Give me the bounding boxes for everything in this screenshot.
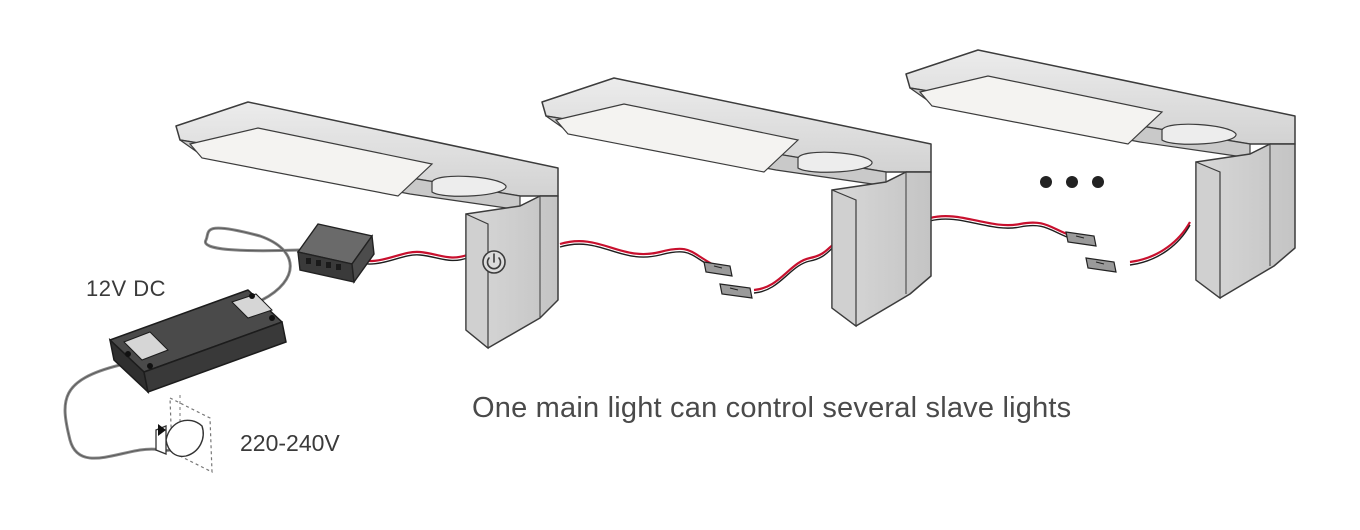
connector-icon [703, 261, 753, 299]
cable-junction-to-light1 [351, 250, 471, 265]
power-adapter-icon [108, 289, 287, 395]
caption: One main light can control several slave… [472, 392, 1072, 424]
plug-icon [155, 419, 204, 458]
cable-light2-to-connector [929, 215, 1073, 240]
slave-light-2 [905, 49, 1296, 300]
mains-input-label: 220-240V [240, 430, 340, 456]
more-lights-ellipsis [1040, 176, 1104, 188]
connector-icon [1065, 231, 1117, 273]
main-light [175, 101, 559, 350]
cable-connector-to-light2 [753, 243, 835, 294]
cable-connector-to-light3 [1129, 221, 1191, 266]
power-icon[interactable] [482, 250, 506, 274]
cable-light1-to-connector [559, 240, 713, 268]
dc-cable [203, 226, 301, 302]
junction-box-icon [296, 223, 375, 284]
slave-light-1 [541, 77, 932, 328]
dc-output-label: 12V DC [86, 276, 167, 301]
